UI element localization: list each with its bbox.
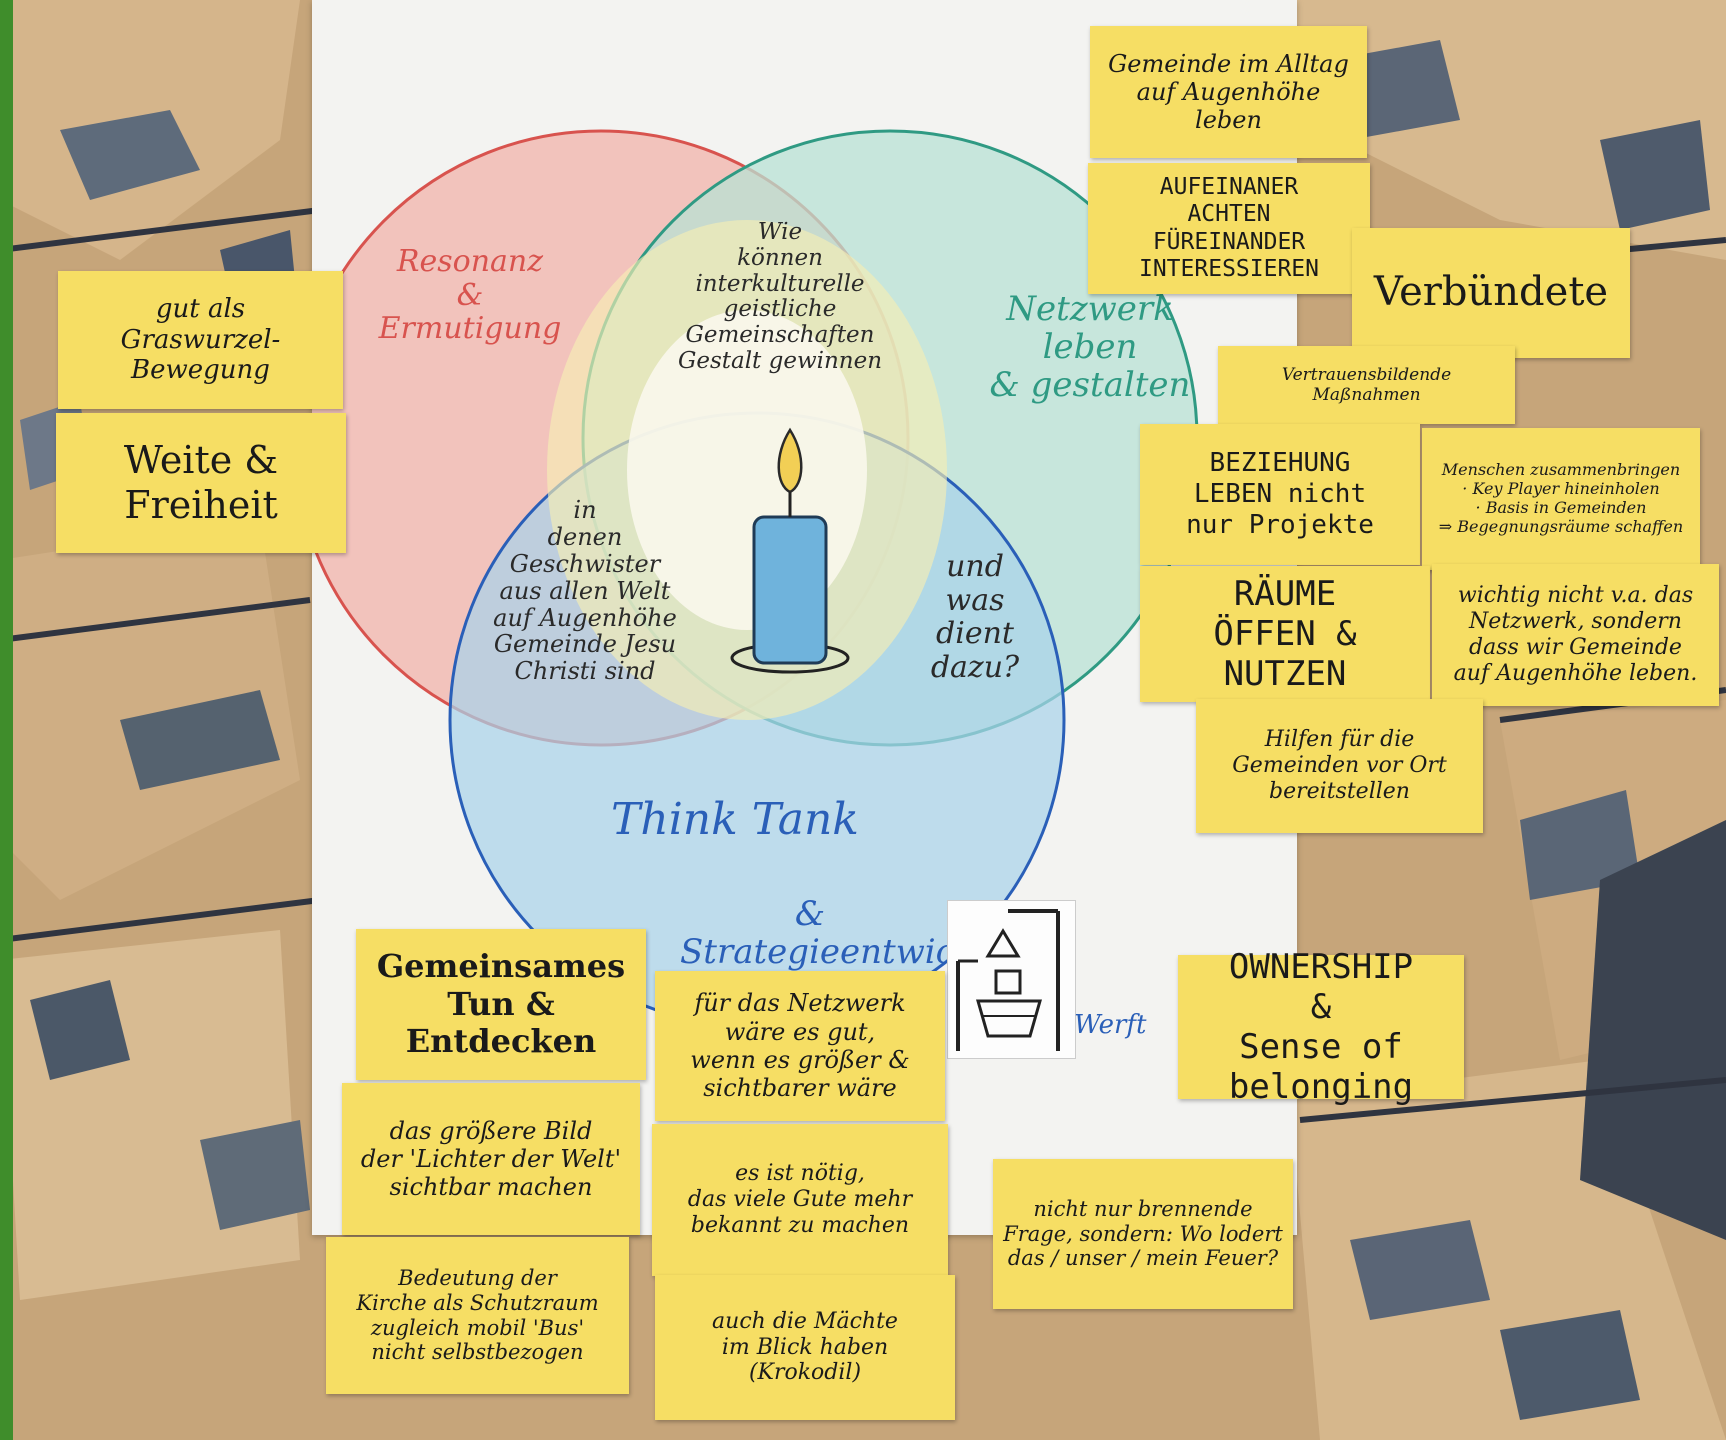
sticky-note-beziehung-leben: BEZIEHUNG LEBEN nicht nur Projekte — [1140, 424, 1420, 565]
shipyard-crane-icon — [947, 900, 1076, 1059]
sticky-note-schutzraum: Bedeutung der Kirche als Schutzraum zugl… — [326, 1237, 629, 1394]
sticky-note-netzwerk-groesser: für das Netzwerk wäre es gut, wenn es gr… — [655, 971, 945, 1121]
sticky-note-maechte: auch die Mächte im Blick haben (Krokodil… — [655, 1275, 955, 1420]
sticky-note-wichtig-nicht: wichtig nicht v.a. das Netzwerk, sondern… — [1432, 564, 1719, 706]
venn-diagram — [312, 129, 1199, 1029]
sticky-note-gemeinsames-tun: Gemeinsames Tun & Entdecken — [356, 929, 646, 1080]
right-overlap-text: und was dient dazu? — [930, 549, 1020, 685]
center-question: Wie können interkulturelle geistliche Ge… — [677, 219, 883, 374]
candle-icon — [730, 427, 850, 674]
sticky-note-brennende-frage: nicht nur brennende Frage, sondern: Wo l… — [993, 1159, 1293, 1309]
sticky-note-ownership: OWNERSHIP & Sense of belonging — [1178, 947, 1464, 1107]
sticky-note-menschen-zusammen: Menschen zusammenbringen · Key Player hi… — [1422, 428, 1700, 570]
circle-label-think-tank: Think Tank — [611, 794, 859, 845]
left-overlap-text: in denen Geschwister aus allen Welt auf … — [493, 496, 677, 686]
sticky-note-hilfen-gemeinden: Hilfen für die Gemeinden vor Ort bereits… — [1196, 699, 1483, 833]
sticky-note-weite-freiheit: Weite & Freiheit — [56, 413, 346, 553]
sticky-note-gemeinde-alltag: Gemeinde im Alltag auf Augenhöhe leben — [1090, 26, 1367, 158]
sticky-note-gute-bekannt: es ist nötig, das viele Gute mehr bekann… — [652, 1124, 948, 1276]
sticky-note-vertrauensbildende: Vertrauensbildende Maßnahmen — [1218, 346, 1515, 424]
werft-label: Werft — [1074, 1010, 1147, 1040]
sticky-note-graswurzel: gut als Graswurzel- Bewegung — [58, 271, 343, 409]
sticky-note-raeume-oeffnen: RÄUME ÖFFEN & NUTZEN — [1140, 566, 1430, 702]
circle-label-resonanz: Resonanz & Ermutigung — [378, 244, 562, 347]
circle-label-netzwerk: Netzwerk leben & gestalten — [989, 289, 1191, 406]
circle-label-strategie: & Strategieentwicklung — [680, 894, 1052, 973]
sticky-note-verbuendete: Verbündete — [1352, 228, 1630, 358]
green-edge — [0, 0, 13, 1440]
sticky-note-groessere-bild: das größere Bild der 'Lichter der Welt' … — [342, 1083, 640, 1235]
sticky-note-aufeinander-achten: AUFEINANER ACHTEN FÜREINANDER INTERESSIE… — [1088, 163, 1370, 294]
